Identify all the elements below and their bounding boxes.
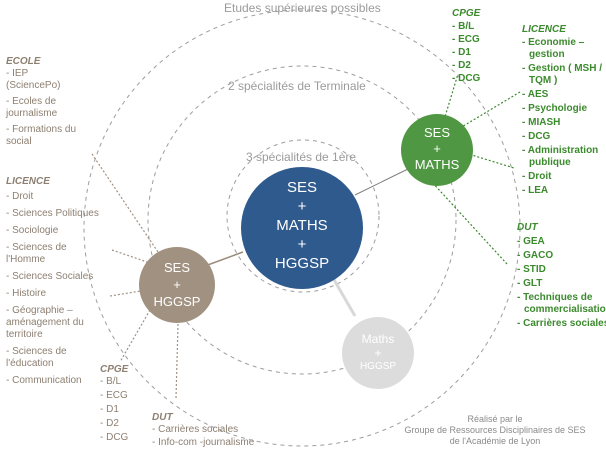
left-ecole-title: ECOLE	[6, 56, 41, 67]
right-dut-title: DUT	[517, 222, 538, 233]
right-licence-title: LICENCE	[522, 24, 566, 35]
maths-hggsp-circle-label: Maths + HGGSP	[359, 332, 397, 372]
left-licence-title: LICENCE	[6, 176, 50, 187]
connector-main-maths-hggsp	[331, 277, 357, 317]
outer-ring-label: Etudes supérieures possibles	[224, 1, 381, 15]
left-licence-block: LICENCE - Droit - Sciences Politiques - …	[6, 176, 99, 386]
circle-ses-hggsp	[139, 247, 215, 323]
left-ecole-block: ECOLE - IEP (SciencePo) - Ecoles de jour…	[6, 56, 77, 147]
left-cpge-title: CPGE	[100, 364, 129, 375]
right-cpge-block: CPGE - B/L - ECG - D1 - D2 - DCG	[452, 8, 481, 84]
right-licence-block: LICENCE - Economie – gestion - Gestion (…	[522, 24, 602, 196]
left-dut-block: DUT - Carrières sociales - Info-com -jou…	[152, 412, 255, 448]
ses-hggsp-circle-label: SES + HGGSP	[153, 260, 201, 309]
ses-maths-circle-label: SES + MATHS	[414, 125, 460, 172]
brown-connectors	[91, 153, 179, 399]
inner-ring	[226, 139, 380, 293]
right-cpge-title: CPGE	[452, 8, 481, 19]
connector-main-ses-hggsp	[204, 251, 244, 267]
circle-ses-maths	[401, 114, 473, 186]
left-cpge-block: CPGE - B/L - ECG - D1 - D2 - DCG	[100, 364, 129, 443]
circle-maths-hggsp	[342, 317, 414, 389]
circle-main	[241, 167, 363, 289]
right-dut-block: DUT - GEA - GACO - STID - GLT - Techniqu…	[517, 222, 606, 330]
middle-ring	[147, 65, 457, 375]
main-circle-label: SES + MATHS + HGGSP	[274, 179, 330, 272]
connector-main-ses-maths	[354, 167, 411, 196]
credit-text: Réalisé par le Groupe de Ressources Disc…	[404, 414, 586, 446]
inner-ring-label: 3 spécialités de 1ère	[246, 150, 357, 164]
outer-ring	[83, 9, 521, 447]
left-dut-title: DUT	[152, 412, 173, 423]
middle-ring-label: 2 spécialités de Terminale	[228, 79, 366, 93]
